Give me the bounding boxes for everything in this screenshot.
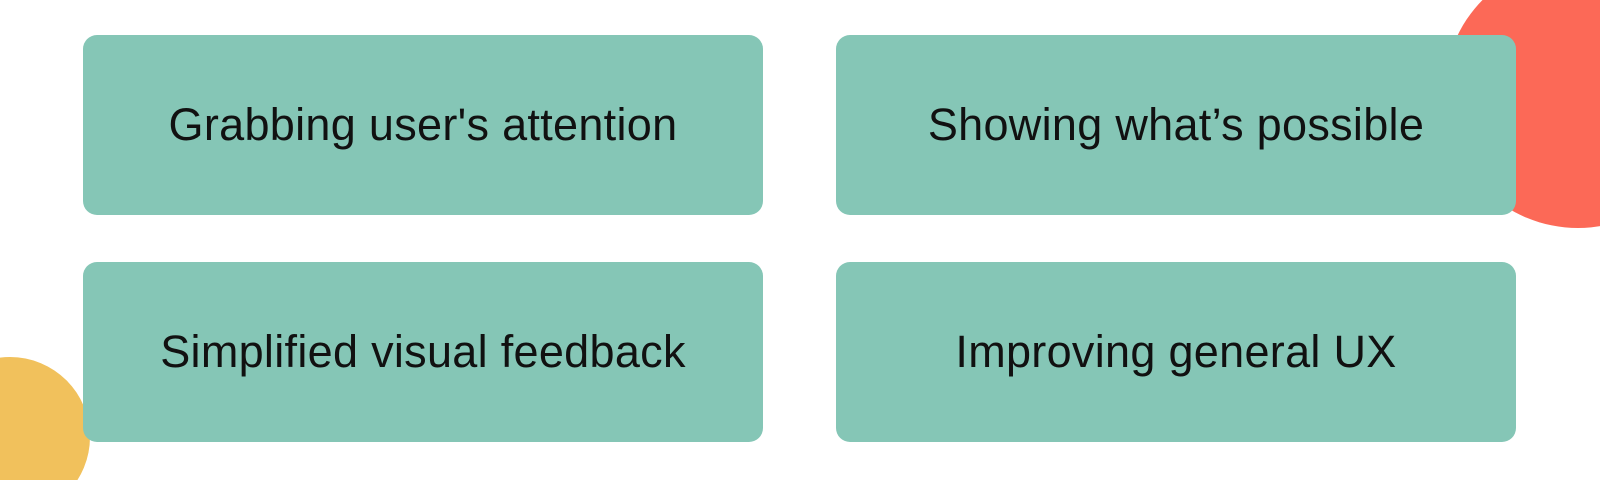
yellow-circle-decoration (0, 357, 90, 480)
card-label-showing-whats-possible: Showing what’s possible (927, 99, 1425, 151)
card-improving-general-ux: Improving general UX (836, 262, 1516, 442)
card-showing-whats-possible: Showing what’s possible (836, 35, 1516, 215)
card-label-improving-general-ux: Improving general UX (955, 326, 1397, 378)
card-label-simplified-visual-feedback: Simplified visual feedback (160, 326, 686, 378)
card-label-grabbing-users-attention: Grabbing user's attention (168, 99, 678, 151)
card-grabbing-users-attention: Grabbing user's attention (83, 35, 763, 215)
card-simplified-visual-feedback: Simplified visual feedback (83, 262, 763, 442)
